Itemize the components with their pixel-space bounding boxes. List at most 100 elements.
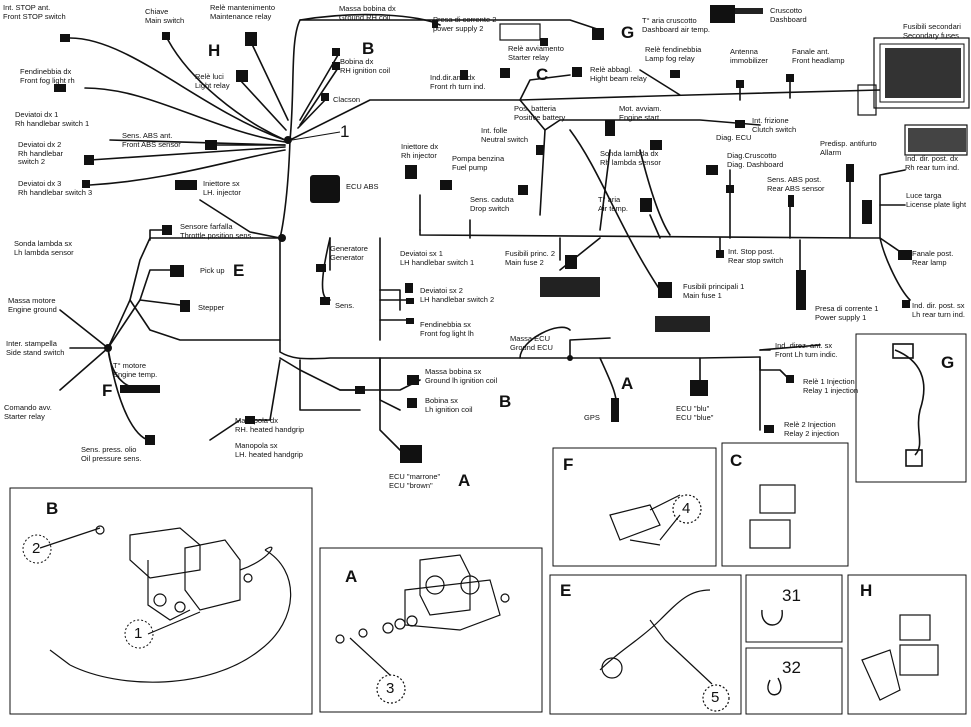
pickup-drawing (599, 589, 730, 712)
label-ind-dir-post-dx: Ind. dir. post. dx Rh rear turn ind. (905, 154, 960, 172)
callout-1: 1 (134, 625, 143, 642)
label-ecu-blu: ECU "blu" ECU "blue" (676, 404, 714, 422)
detail-panels (9, 333, 967, 715)
callout-32: 32 (782, 658, 801, 677)
label-massa-bobina-dx: Massa bobina dx Ground RH coil (339, 4, 396, 22)
label-mot-avviam: Mot. avviam. Engine start (619, 104, 662, 122)
panel-letter-g: G (941, 353, 955, 372)
label-t-aria-cruscotto: T° aria cruscotto Dashboard air temp. (642, 16, 710, 34)
label-predisp-antifurto: Predisp. antifurto Allarm (820, 139, 877, 157)
label-gps: GPS (584, 413, 600, 422)
label-deviatoi-dx-3: Deviatoi dx 3 Rh handlebar switch 3 (18, 179, 93, 197)
label-diag-cruscotto: Diag.Cruscotto Diag. Dashboard (727, 151, 784, 169)
letter-a2: A (458, 471, 471, 490)
leader-1 (291, 131, 341, 141)
letter-h: H (208, 41, 221, 60)
callout-5: 5 (711, 689, 720, 706)
label-sonda-lambda-sx: Sonda lambda sx Lh lambda sensor (14, 239, 74, 257)
callout-4: 4 (682, 500, 691, 517)
label-rele-1-injection: Relè 1 Injection Relay 1 injection (803, 377, 859, 395)
label-blocks (540, 8, 763, 332)
relay-holder-drawing (861, 614, 939, 701)
label-bobina-dx: Bobina dx RH ignition coil (340, 57, 391, 75)
letter-b: B (362, 39, 375, 58)
label-iniettore-dx: Iniettore dx Rh injector (401, 142, 439, 160)
panel-letter-h: H (860, 581, 873, 600)
label-int-stop-post: Int. Stop post. Rear stop switch (728, 247, 784, 265)
label-fendinebbia-sx: Fendinebbia sx Front fog light lh (420, 320, 474, 338)
label-rele-mantenimento: Relè mantenimento Maintenance relay (210, 3, 276, 21)
connectors (54, 5, 912, 463)
node-4-dot (567, 355, 573, 361)
label-manopola-dx: Manopola dx RH. heated handgrip (235, 416, 305, 434)
label-t-aria: T° aria Air temp. (598, 195, 629, 213)
label-fusibili-secondari: Fusibili secondari Secondary fuses (903, 22, 961, 40)
coil-rings (22, 534, 154, 649)
label-sens-abs-post: Sens. ABS post. Rear ABS sensor (767, 175, 825, 193)
panel-f (552, 447, 717, 567)
label-fusibili-principali-1: Fusibili principali 1 Main fuse 1 (683, 282, 745, 300)
panel-letter-a: A (345, 567, 358, 586)
ecu-drawing (335, 554, 510, 704)
relay-drawing (749, 484, 796, 549)
label-inter-stampella: Inter. stampella Side stand switch (6, 339, 65, 357)
temp-sensor-drawing (609, 494, 702, 546)
callout-2: 2 (32, 540, 41, 557)
label-antenna: Antenna immobilizer (730, 47, 768, 65)
label-sens-abs-ant: Sens. ABS ant. Front ABS sensor (122, 131, 181, 149)
panel-32 (745, 647, 843, 715)
label-sonda-lambda-dx: Sonda lambda dx Rh lambda sensor (600, 149, 661, 167)
components (499, 23, 970, 156)
label-chiave: Chiave Main switch (145, 7, 185, 25)
label-massa-motore: Massa motore Engine ground (8, 296, 57, 314)
letter-b2: B (499, 392, 512, 411)
label-massa-bobina-sx: Massa bobina sx Ground lh ignition coil (425, 367, 498, 385)
letter-g: G (621, 23, 635, 42)
clips-drawing (761, 609, 783, 696)
node-1-dot (284, 136, 292, 144)
panel-a (319, 547, 543, 713)
panel-e (549, 574, 742, 715)
callout-31: 31 (782, 586, 801, 605)
label-pick-up: Pick up (200, 266, 225, 275)
label-pos-batteria: Pos. batteria Positive battery (514, 104, 566, 122)
letter-f: F (102, 381, 113, 400)
letter-a: A (621, 374, 634, 393)
label-int-frizione: Int. frizione Clutch switch (752, 116, 797, 134)
fuse-grid (879, 43, 966, 152)
label-fanale-ant: Fanale ant. Front headlamp (792, 47, 845, 65)
g-sensor-drawing (892, 343, 925, 467)
label-presa-corrente-2: Presa di corrente 2 power supply 2 (433, 15, 497, 33)
label-ecu-marrone: ECU "marrone" ECU "brown" (389, 472, 441, 490)
label-massa-ecu: Massa ECU Ground ECU (510, 334, 553, 352)
panel-letter-e: E (560, 581, 572, 600)
label-manopola-sx: Manopola sx LH. heated handgrip (235, 441, 303, 459)
label-rele-abbagl: Relè abbagl. Hight beam relay (590, 65, 647, 83)
panel-letter-f: F (563, 455, 574, 474)
label-ind-dir-post-sx: Ind. dir. post. sx Lh rear turn ind. (912, 301, 965, 319)
coil-drawing (39, 525, 292, 683)
label-cruscotto: Cruscotto Dashboard (770, 6, 807, 24)
label-generatore: Generatore Generator (330, 244, 368, 262)
node-2-dot (278, 234, 286, 242)
panel-letter-b: B (46, 499, 59, 518)
label-fusibili-princ-2: Fusibili princ. 2 Main fuse 2 (505, 249, 556, 267)
label-luce-targa: Luce targa License plate light (906, 191, 967, 209)
panel-h (847, 574, 967, 715)
label-diag-ecu: Diag. ECU (716, 133, 752, 142)
label-sens-press-olio: Sens. press. olio Oil pressure sens. (81, 445, 142, 463)
label-rele-luci: Relè luci Light relay (195, 72, 230, 90)
label-deviatoi-sx-1: Deviatoi sx 1 LH handlebar switch 1 (400, 249, 475, 267)
panel-b (9, 487, 313, 715)
label-deviatoi-dx-2: Deviatoi dx 2 Rh handlebar switch 2 (18, 140, 64, 167)
number-1: 1 (340, 122, 350, 141)
panel-letter-c: C (730, 451, 743, 470)
label-presa-corrente-1: Presa di corrente 1 Power supply 1 (815, 304, 879, 322)
label-fendinebbia-dx: Fendinebbia dx Front fog light rh (20, 67, 75, 85)
letter-c: C (536, 65, 549, 84)
label-rele-2-injection: Relè 2 Injection Relay 2 injection (784, 420, 840, 438)
letter-e: E (233, 261, 245, 280)
panel-g (855, 333, 967, 483)
label-int-folle: Int. folle Neutral switch (481, 126, 529, 144)
